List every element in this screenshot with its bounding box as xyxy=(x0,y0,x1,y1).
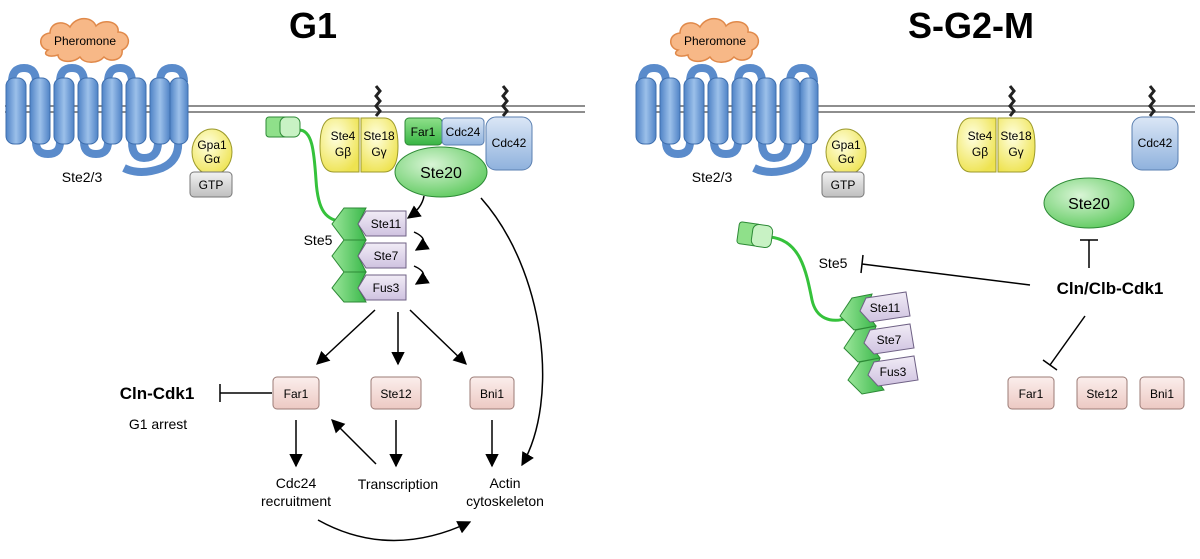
lipid-anchor-icon xyxy=(1008,85,1016,117)
ste12-label: Ste12 xyxy=(380,387,412,401)
receptor-label: Ste2/3 xyxy=(692,169,733,185)
pheromone-label: Pheromone xyxy=(54,34,116,48)
cdc42-label: Cdc42 xyxy=(492,136,527,150)
ste11-kinase: Ste11 xyxy=(357,210,407,237)
cdc42-membrane: Cdc42 xyxy=(485,116,533,171)
fus3-kinase: Fus3 xyxy=(867,355,919,387)
cascade-arrows xyxy=(406,195,544,467)
cdc24-membrane: Cdc24 xyxy=(441,117,485,146)
receptor-ste2-3: Ste2/3 xyxy=(635,63,819,185)
plasma-membrane xyxy=(636,105,1195,113)
far1-target: Far1 xyxy=(272,376,320,410)
fus3-label: Fus3 xyxy=(373,281,400,295)
ggamma-label: Gγ xyxy=(371,145,386,159)
ggamma-label: Gγ xyxy=(1008,145,1023,159)
ste4-gbeta: Ste4 Gβ xyxy=(956,117,997,173)
pheromone-label: Pheromone xyxy=(684,34,746,48)
ste20-label: Ste20 xyxy=(420,165,462,182)
bni1-label: Bni1 xyxy=(480,387,504,401)
g1-arrest-label: G1 arrest xyxy=(129,416,187,432)
galpha-label: Gα xyxy=(204,152,220,166)
gbeta-label: Gβ xyxy=(335,145,351,159)
lipid-anchor-icon xyxy=(1148,85,1156,117)
gpa1-galpha: Gpa1 Gα xyxy=(191,128,233,176)
gpa1-galpha: Gpa1 Gα xyxy=(825,128,867,176)
outcome-actin-line1: Actin xyxy=(489,475,520,491)
ste11-kinase: Ste11 xyxy=(859,291,911,323)
lipid-anchor-icon xyxy=(374,85,382,117)
fus3-output-arrows xyxy=(316,309,467,366)
pheromone-cloud: Pheromone xyxy=(670,17,760,63)
ste18-ggamma: Ste18 Gγ xyxy=(360,117,399,173)
far1-label: Far1 xyxy=(1019,387,1044,401)
outcome-cdc24-line2: recruitment xyxy=(261,493,331,509)
ste20-kinase: Ste20 xyxy=(394,146,488,198)
ste18-ggamma: Ste18 Gγ xyxy=(997,117,1036,173)
receptor-ste2-3: Ste2/3 xyxy=(5,63,189,185)
ste7-label: Ste7 xyxy=(374,249,399,263)
ste20-label: Ste20 xyxy=(1068,196,1110,213)
ste12-target: Ste12 xyxy=(370,376,422,410)
ste7-kinase: Ste7 xyxy=(357,242,407,269)
bni1-target: Bni1 xyxy=(1139,376,1185,410)
panel-sg2m: S-G2-M Pheromone Ste2/3 xyxy=(635,5,1195,410)
ste5-scaffold: Ste5 xyxy=(265,116,367,303)
gtp-box: GTP xyxy=(189,171,233,198)
fus3-kinase: Fus3 xyxy=(357,274,407,301)
cdc42-membrane: Cdc42 xyxy=(1131,116,1179,171)
ste18-label: Ste18 xyxy=(363,129,395,143)
lipid-anchor-icon xyxy=(501,85,509,117)
cdc42-label: Cdc42 xyxy=(1138,136,1173,150)
ste12-label: Ste12 xyxy=(1086,387,1118,401)
ste7-kinase: Ste7 xyxy=(863,323,915,355)
cln-clb-cdk1-label: Cln/Clb-Cdk1 xyxy=(1057,279,1164,298)
far1-target: Far1 xyxy=(1007,376,1055,410)
outcome-transcription: Transcription xyxy=(358,476,438,492)
ste11-label: Ste11 xyxy=(371,217,402,231)
bni1-target: Bni1 xyxy=(469,376,515,410)
cln-cdk1-inhibition: Cln-Cdk1 G1 arrest xyxy=(120,384,272,432)
pheromone-cloud: Pheromone xyxy=(40,17,130,63)
fus3-label: Fus3 xyxy=(880,365,907,379)
far1-top-label: Far1 xyxy=(411,125,436,139)
gbeta-label: Gβ xyxy=(972,145,988,159)
panel-title-sg2m: S-G2-M xyxy=(908,5,1034,46)
far1-membrane: Far1 xyxy=(404,117,443,146)
ste4-gbeta: Ste4 Gβ xyxy=(319,117,360,173)
outcome-cdc24-line1: Cdc24 xyxy=(276,475,317,491)
ste4-label: Ste4 xyxy=(331,129,356,143)
ste18-label: Ste18 xyxy=(1000,129,1032,143)
cln-clb-cdk1-inhibitions xyxy=(860,239,1098,371)
panel-g1: G1 Pheromone xyxy=(5,5,585,542)
gtp-label: GTP xyxy=(199,178,224,192)
bni1-label: Bni1 xyxy=(1150,387,1174,401)
outcome-actin-line2: cytoskeleton xyxy=(466,493,544,509)
panel-title-g1: G1 xyxy=(289,5,337,46)
gpa1-label: Gpa1 xyxy=(831,138,861,152)
ste4-label: Ste4 xyxy=(968,129,993,143)
ste5-label: Ste5 xyxy=(819,255,848,271)
ste11-label: Ste11 xyxy=(870,301,901,315)
cdc24-label: Cdc24 xyxy=(446,125,481,139)
gpa1-label: Gpa1 xyxy=(197,138,227,152)
downstream-arrows xyxy=(289,419,499,542)
ste12-target: Ste12 xyxy=(1076,376,1128,410)
ste7-label: Ste7 xyxy=(877,333,902,347)
cln-cdk1-label: Cln-Cdk1 xyxy=(120,384,195,403)
gtp-box: GTP xyxy=(821,171,865,198)
galpha-label: Gα xyxy=(838,152,854,166)
far1-label: Far1 xyxy=(284,387,309,401)
gtp-label: GTP xyxy=(831,178,856,192)
ste20-kinase: Ste20 xyxy=(1043,177,1135,229)
receptor-label: Ste2/3 xyxy=(62,169,103,185)
ste5-label: Ste5 xyxy=(304,232,333,248)
